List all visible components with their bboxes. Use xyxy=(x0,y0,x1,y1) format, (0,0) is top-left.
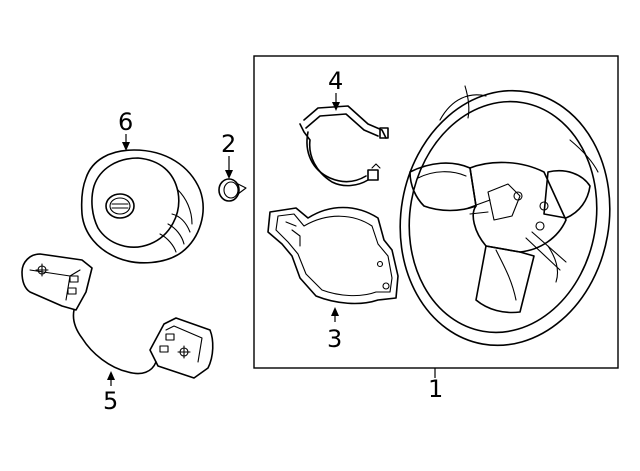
steering-wheel-icon xyxy=(399,85,611,347)
bezel-icon xyxy=(267,206,399,305)
callout-4: 4 xyxy=(328,67,343,95)
callout-2: 2 xyxy=(221,130,236,158)
airbag-module-icon xyxy=(80,149,204,264)
callout-3: 3 xyxy=(327,325,342,353)
leader-lines xyxy=(107,93,436,386)
wire-harness-icon xyxy=(299,105,389,187)
switch-assembly-icon xyxy=(21,253,214,379)
callout-5: 5 xyxy=(103,387,118,415)
assembly-frame xyxy=(253,55,619,369)
callout-1: 1 xyxy=(428,375,443,403)
clip-icon xyxy=(218,178,247,202)
callout-6: 6 xyxy=(118,108,133,136)
